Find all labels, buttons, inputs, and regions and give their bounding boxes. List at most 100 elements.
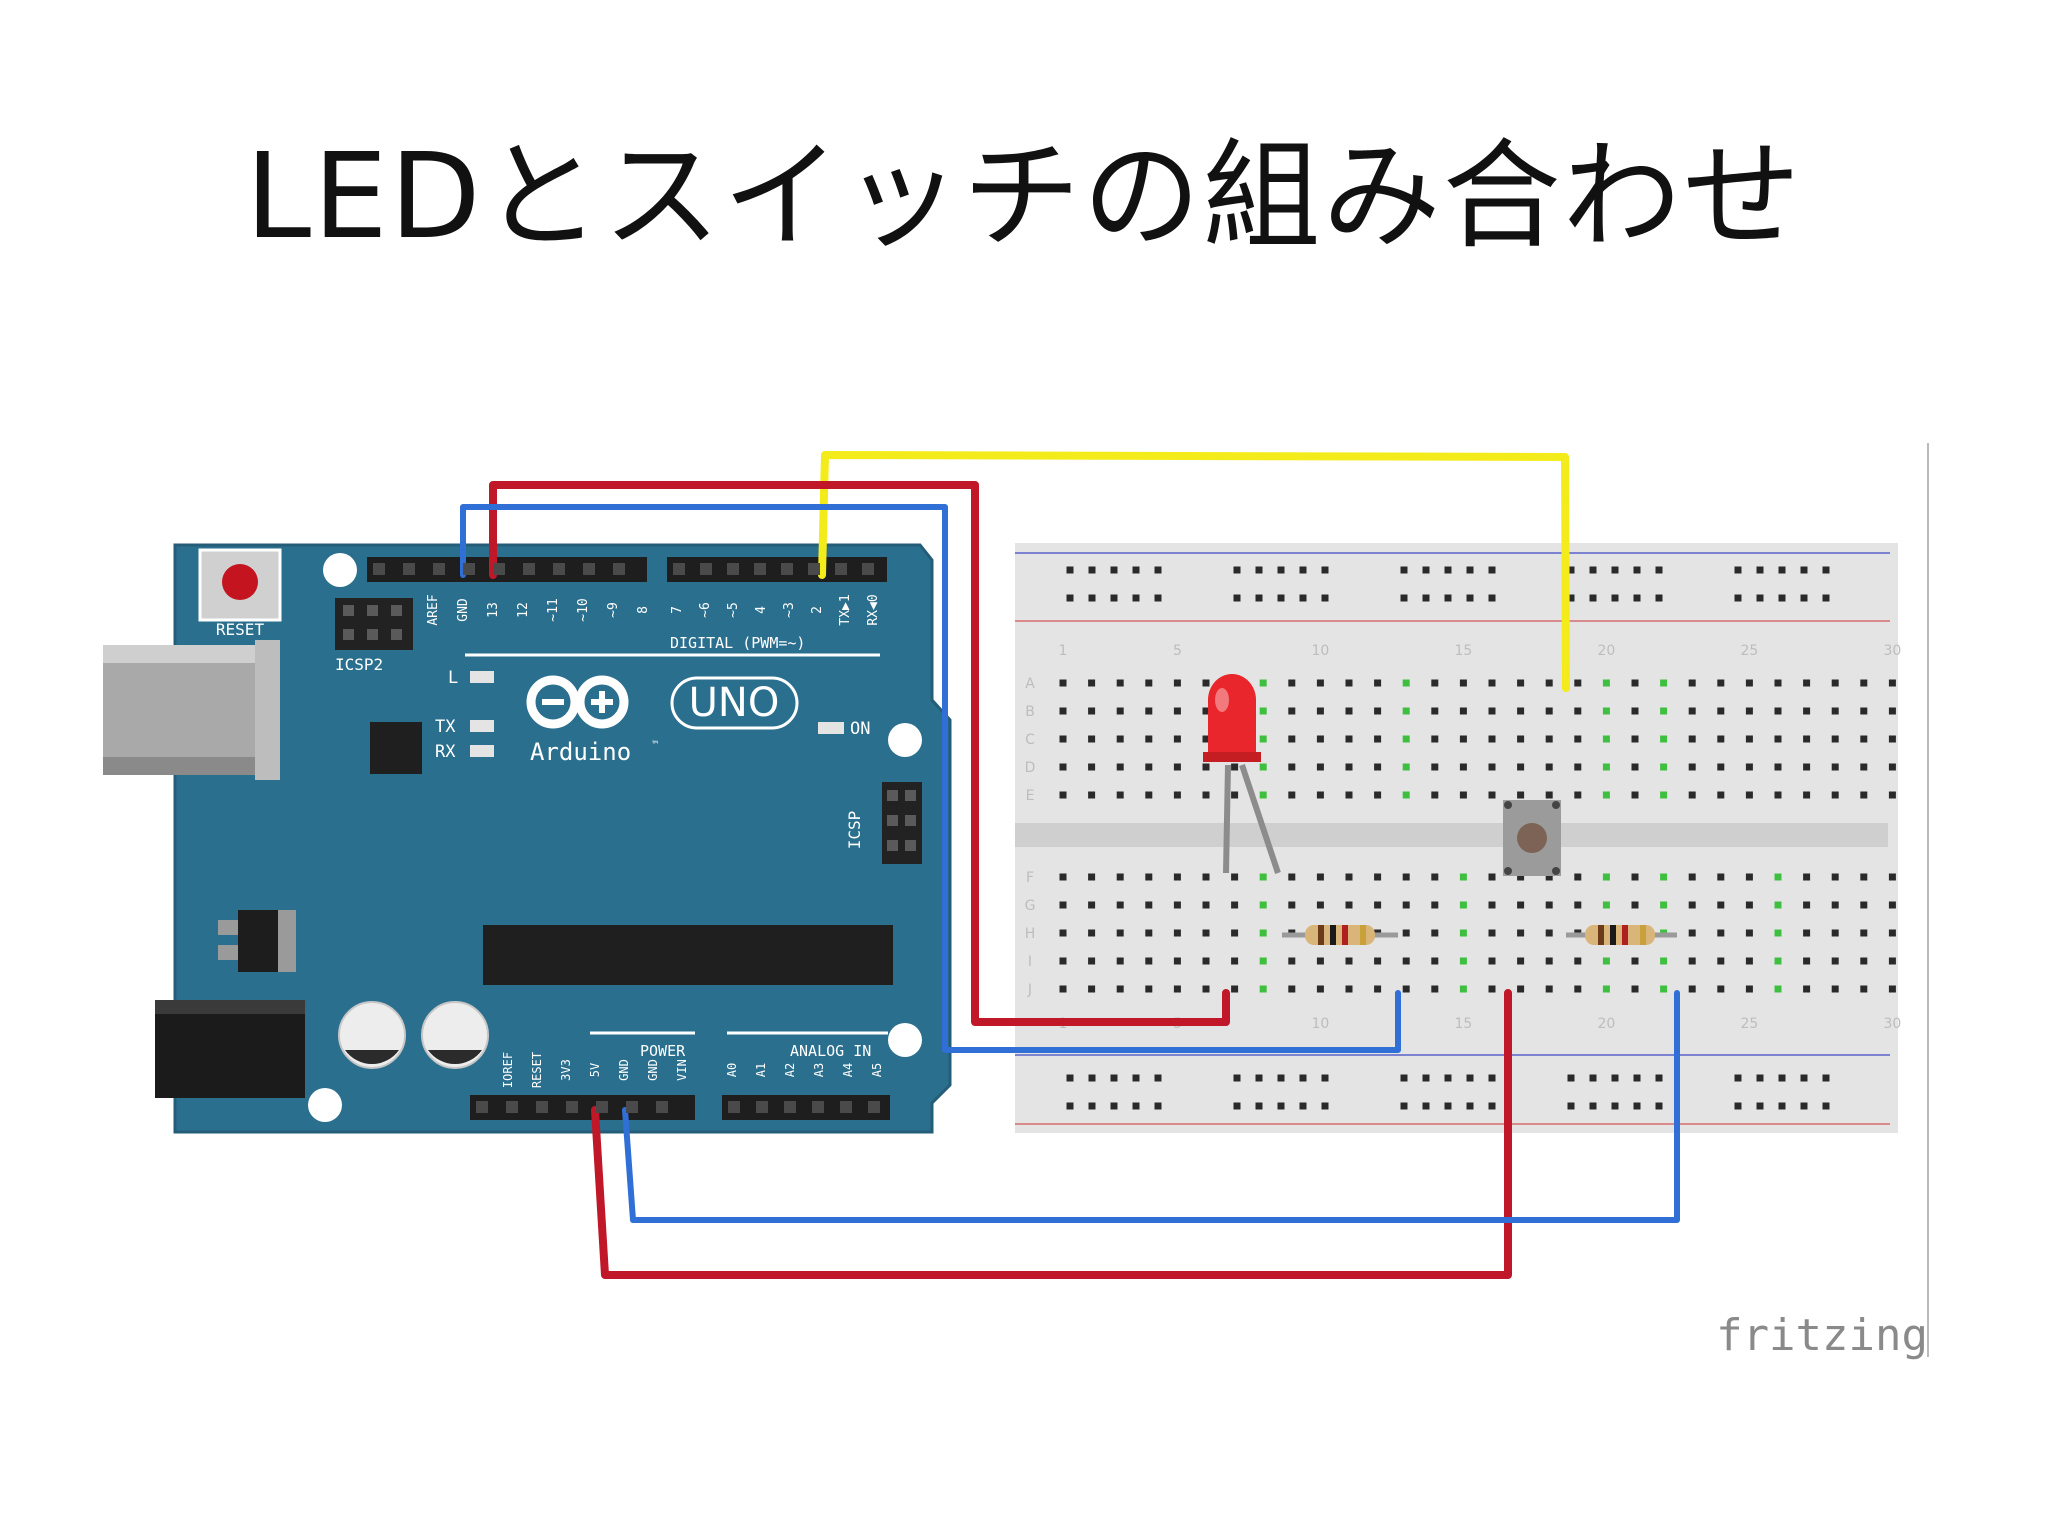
breadboard-hole	[1717, 791, 1725, 799]
breadboard-hole	[1402, 763, 1410, 771]
breadboard-hole	[1402, 901, 1410, 909]
breadboard-hole	[1277, 1102, 1285, 1110]
breadboard-hole	[1774, 735, 1782, 743]
breadboard-hole	[1633, 566, 1641, 574]
breadboard-hole	[1831, 873, 1839, 881]
icsp2-pin	[367, 605, 378, 616]
pin-label: A2	[783, 1063, 797, 1077]
breadboard-hole	[1059, 763, 1067, 771]
breadboard-hole	[1400, 1074, 1408, 1082]
l-led	[470, 671, 494, 683]
breadboard-hole	[1231, 901, 1239, 909]
breadboard-hole	[1888, 957, 1896, 965]
breadboard-hole	[1488, 1102, 1496, 1110]
header-pin	[784, 1101, 796, 1113]
breadboard-hole	[1059, 901, 1067, 909]
breadboard-hole	[1800, 1074, 1808, 1082]
pin-label: ~9	[606, 602, 621, 618]
pin-label: ~11	[546, 598, 561, 621]
breadboard-hole	[1116, 791, 1124, 799]
breadboard-hole	[1545, 957, 1553, 965]
breadboard-hole	[1116, 873, 1124, 881]
analog-label: ANALOG IN	[790, 1042, 871, 1060]
breadboard-hole	[1459, 957, 1467, 965]
breadboard-hole	[1545, 929, 1553, 937]
breadboard-hole	[1059, 679, 1067, 687]
breadboard-hole	[1803, 763, 1811, 771]
breadboard-hole	[1860, 901, 1868, 909]
header-pin	[536, 1101, 548, 1113]
breadboard-hole	[1860, 985, 1868, 993]
breadboard-hole	[1756, 566, 1764, 574]
breadboard-hole	[1831, 791, 1839, 799]
breadboard-hole	[1288, 679, 1296, 687]
breadboard-holes	[1059, 566, 1896, 1110]
pin-label: A5	[870, 1063, 884, 1077]
breadboard-hole	[1774, 707, 1782, 715]
pin-label: 4	[754, 606, 769, 614]
breadboard-hole	[1756, 1074, 1764, 1082]
breadboard-hole	[1374, 873, 1382, 881]
breadboard-hole	[1745, 929, 1753, 937]
breadboard-hole	[1422, 594, 1430, 602]
push-button[interactable]	[1503, 800, 1561, 876]
breadboard-hole	[1402, 985, 1410, 993]
header-pin	[727, 563, 739, 575]
usb-chip	[370, 722, 422, 774]
breadboard-hole	[1202, 679, 1210, 687]
breadboard-hole	[1400, 594, 1408, 602]
breadboard-hole	[1431, 735, 1439, 743]
breadboard-hole	[1154, 594, 1162, 602]
breadboard-hole	[1602, 707, 1610, 715]
breadboard-hole	[1631, 735, 1639, 743]
header-pin	[808, 563, 820, 575]
breadboard-hole	[1734, 1102, 1742, 1110]
breadboard-hole	[1545, 707, 1553, 715]
breadboard-hole	[1202, 707, 1210, 715]
capacitor-left	[338, 1001, 406, 1069]
breadboard-hole	[1631, 985, 1639, 993]
breadboard-hole	[1345, 957, 1353, 965]
breadboard-hole	[1345, 707, 1353, 715]
breadboard-hole	[1316, 763, 1324, 771]
breadboard-hole	[1745, 957, 1753, 965]
reset-button[interactable]	[198, 548, 282, 622]
breadboard-hole	[1116, 679, 1124, 687]
breadboard-hole	[1888, 763, 1896, 771]
breadboard-hole	[1459, 735, 1467, 743]
breadboard-hole	[1145, 763, 1153, 771]
arduino-uno-board: RESET ICSP2 L TX RX	[103, 543, 952, 1134]
breadboard-hole	[1745, 791, 1753, 799]
breadboard-hole	[1116, 985, 1124, 993]
breadboard-hole	[1459, 985, 1467, 993]
row-label: F	[1026, 870, 1034, 886]
breadboard-hole	[1778, 1102, 1786, 1110]
header-pin	[728, 1101, 740, 1113]
breadboard-hole	[1574, 763, 1582, 771]
column-label: 1	[1059, 643, 1068, 659]
breadboard-hole	[1402, 735, 1410, 743]
voltage-regulator	[218, 910, 296, 972]
breadboard-hole	[1259, 707, 1267, 715]
breadboard-hole	[1066, 594, 1074, 602]
breadboard-hole	[1717, 901, 1725, 909]
breadboard-hole	[1345, 763, 1353, 771]
breadboard-hole	[1717, 707, 1725, 715]
breadboard-hole	[1688, 707, 1696, 715]
trademark-mark: ™	[652, 740, 658, 751]
breadboard-hole	[1066, 1074, 1074, 1082]
pin-label: A0	[725, 1063, 739, 1077]
breadboard-hole	[1231, 763, 1239, 771]
row-label: D	[1025, 760, 1036, 776]
breadboard-hole	[1545, 791, 1553, 799]
breadboard-hole	[1860, 873, 1868, 881]
breadboard-hole	[1488, 594, 1496, 602]
icsp2-pin	[391, 629, 402, 640]
breadboard-hole	[1574, 957, 1582, 965]
breadboard-hole	[1431, 873, 1439, 881]
breadboard-hole	[1545, 735, 1553, 743]
breadboard-hole	[1756, 1102, 1764, 1110]
breadboard-hole	[1517, 679, 1525, 687]
breadboard-hole	[1803, 735, 1811, 743]
